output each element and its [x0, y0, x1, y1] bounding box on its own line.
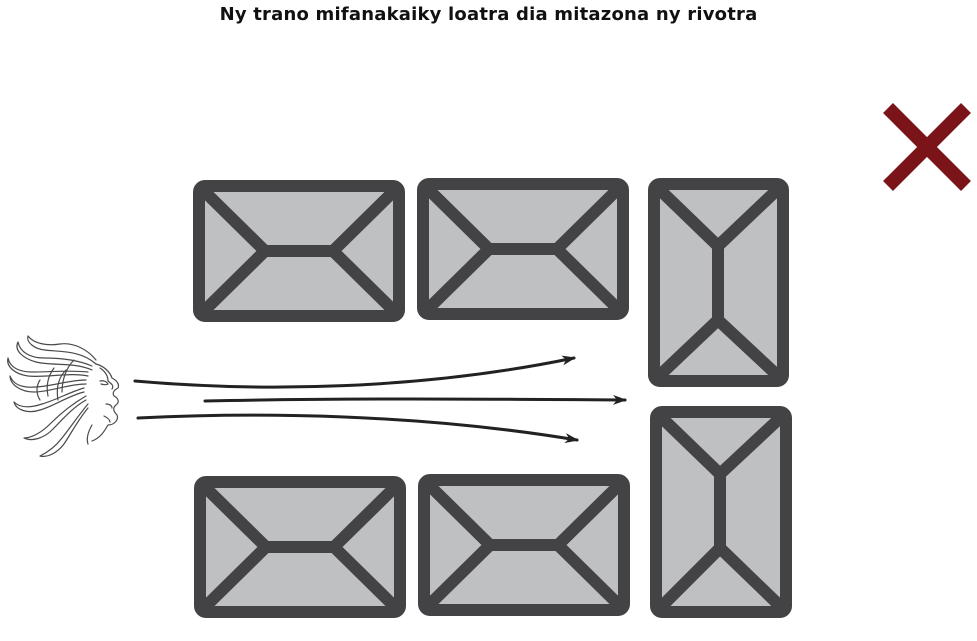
house-top-left	[193, 180, 405, 322]
house-bottom-left	[194, 476, 406, 618]
wind-face-icon	[7, 335, 120, 457]
cross-icon	[883, 103, 971, 191]
diagram-title: Ny trano mifanakaiky loatra dia mitazona…	[219, 4, 758, 25]
house-right-upper	[648, 178, 789, 387]
wind-arrow-middle	[203, 394, 627, 405]
house-top-middle	[417, 178, 629, 320]
wind-arrow-upper	[133, 355, 576, 389]
house-right-lower	[650, 406, 792, 618]
wind-arrows	[133, 355, 627, 443]
wind-arrow-lower	[136, 413, 579, 443]
house-bottom-middle	[418, 474, 630, 616]
